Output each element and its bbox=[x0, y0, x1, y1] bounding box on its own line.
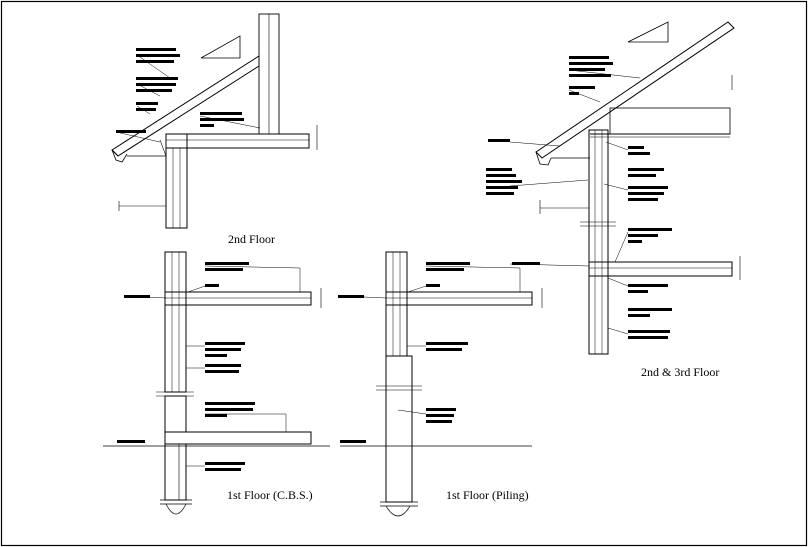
detail-2nd-floor bbox=[111, 13, 318, 229]
notes-2nd-floor bbox=[116, 48, 244, 133]
notes-1st-floor-cbs bbox=[117, 262, 255, 471]
title-1st-floor-cbs: 1st Floor (C.B.S.) bbox=[227, 488, 313, 502]
floor-slab bbox=[385, 291, 533, 306]
gutter bbox=[111, 149, 128, 163]
pile bbox=[385, 355, 413, 503]
roof-rafter bbox=[111, 55, 260, 157]
detail-2nd-3rd-floor bbox=[486, 21, 741, 355]
insulation bbox=[609, 107, 731, 135]
cbs-wall bbox=[164, 251, 187, 393]
exterior-wall bbox=[588, 129, 609, 355]
notes-2nd-3rd-floor bbox=[486, 56, 672, 339]
title-2nd-3rd-floor: 2nd & 3rd Floor bbox=[641, 365, 719, 379]
roof-rafter bbox=[535, 21, 735, 159]
detail-1st-floor-piling bbox=[338, 251, 543, 517]
ground-slab bbox=[164, 431, 312, 445]
gutter bbox=[535, 151, 552, 166]
notes-1st-floor-piling bbox=[338, 262, 470, 443]
lower-wall bbox=[165, 133, 188, 229]
footing bbox=[164, 443, 187, 501]
title-1st-floor-piling: 1st Floor (Piling) bbox=[446, 488, 529, 502]
detail-1st-floor-cbs bbox=[103, 251, 330, 515]
floor-slab bbox=[164, 291, 312, 306]
title-2nd-floor: 2nd Floor bbox=[228, 232, 275, 246]
wall bbox=[385, 251, 408, 357]
slope-triangle bbox=[200, 35, 241, 59]
floor-slab bbox=[588, 261, 733, 277]
slope-triangle bbox=[627, 21, 669, 43]
